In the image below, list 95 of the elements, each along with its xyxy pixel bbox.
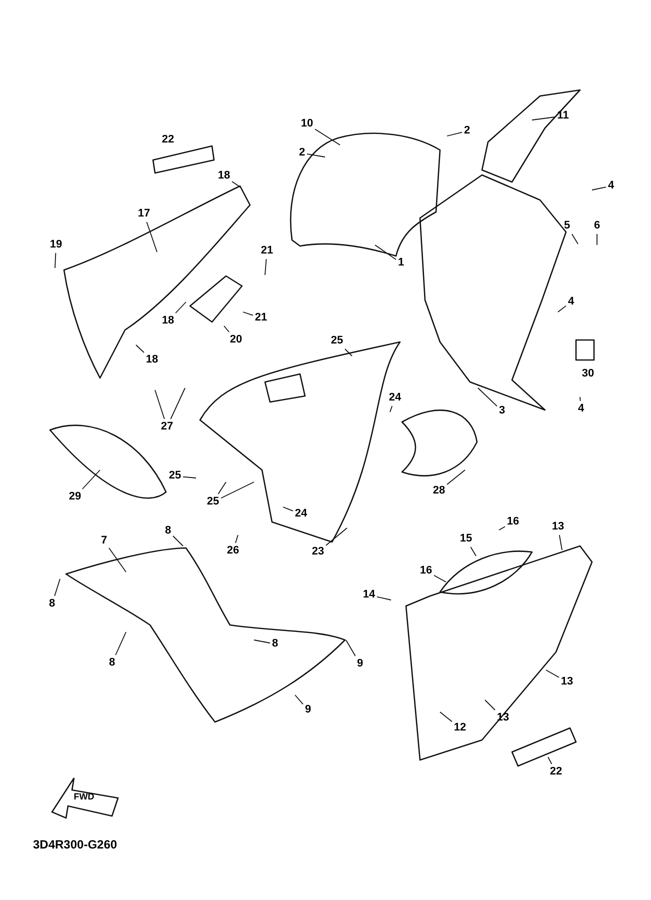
leader-line: [390, 406, 393, 412]
callout-number: 24: [388, 392, 402, 404]
leader-line: [54, 578, 60, 596]
callout-number: 12: [452, 722, 468, 734]
callout-number: 21: [260, 244, 274, 258]
leader-line: [115, 632, 126, 656]
leader-line: [580, 396, 581, 402]
callout-number: 22: [548, 766, 564, 778]
callout-number: 18: [216, 170, 232, 182]
callout-number: 15: [458, 532, 474, 546]
leader-line: [434, 574, 446, 582]
callout-number: 28: [432, 484, 446, 498]
callout-number: 2: [298, 146, 306, 160]
leader-line: [254, 640, 270, 644]
leader-line: [170, 388, 186, 420]
leader-line: [484, 700, 496, 710]
leader-line: [596, 234, 598, 246]
callout-number: 17: [136, 208, 152, 220]
leader-line: [548, 756, 552, 764]
callout-number: 22: [160, 134, 176, 146]
callout-number: 9: [356, 658, 364, 670]
leader-line: [218, 482, 226, 494]
leader-line: [446, 132, 462, 136]
leader-line: [232, 181, 240, 188]
leader-line: [376, 596, 392, 600]
leader-line: [294, 694, 304, 705]
leader-line: [154, 390, 165, 420]
callout-number: 24: [294, 508, 308, 520]
direction-label: FWD: [72, 790, 96, 804]
callout-number: 10: [300, 118, 314, 130]
callout-number: 8: [108, 656, 116, 670]
callout-number: 13: [560, 676, 574, 688]
leader-line: [446, 470, 466, 485]
callout-number: 8: [164, 524, 172, 538]
leader-line: [54, 252, 56, 268]
leader-line: [108, 548, 126, 572]
leader-line: [344, 348, 352, 356]
callout-number: 27: [160, 420, 174, 434]
leader-line: [478, 388, 498, 407]
callout-number: 20: [228, 334, 244, 346]
callout-number: 4: [606, 180, 616, 192]
leader-line: [346, 640, 356, 656]
callout-number: 26: [226, 544, 240, 558]
callout-number: 1: [396, 256, 406, 270]
leader-line: [220, 482, 254, 499]
leader-line: [242, 312, 254, 316]
callout-number: 13: [550, 520, 566, 534]
callout-number: 11: [556, 110, 570, 122]
part-code: 3D4R300-G260: [32, 838, 118, 852]
callout-number: 16: [506, 516, 520, 528]
callout-number: 30: [580, 368, 596, 380]
callout-number: 14: [362, 588, 376, 602]
leader-line: [264, 258, 267, 276]
callout-number: 8: [270, 638, 280, 650]
callout-number: 3: [498, 404, 506, 418]
callout-number: 18: [144, 354, 160, 366]
callout-number: 21: [254, 312, 268, 324]
callout-number: 23: [310, 546, 326, 558]
leader-line: [82, 470, 100, 490]
callout-number: 6: [592, 220, 602, 232]
leader-line: [175, 302, 186, 314]
callout-number: 25: [330, 334, 344, 348]
callout-number: 4: [566, 296, 576, 308]
leader-line: [592, 186, 606, 190]
callout-number: 5: [562, 220, 572, 232]
leader-line: [470, 546, 476, 556]
callout-number: 18: [160, 314, 176, 328]
leader-line: [172, 536, 184, 546]
callout-number: 16: [418, 564, 434, 578]
callout-number: 19: [48, 238, 64, 252]
leader-line: [136, 344, 144, 353]
leader-line: [440, 712, 452, 722]
leader-line: [326, 528, 348, 546]
leader-line: [571, 234, 578, 244]
leader-line: [282, 506, 294, 512]
callout-number: 8: [48, 598, 56, 610]
callout-number: 4: [576, 402, 586, 416]
leader-line: [146, 222, 158, 252]
leader-line: [546, 670, 560, 678]
leader-line: [558, 534, 562, 550]
leader-line: [306, 153, 326, 158]
callout-number: 25: [168, 470, 182, 482]
callout-number: 25: [206, 496, 220, 508]
callout-number: 7: [100, 534, 108, 548]
leader-line: [374, 244, 396, 260]
callout-number: 29: [68, 490, 82, 504]
callout-number: 9: [304, 704, 312, 716]
leader-line: [532, 116, 556, 120]
leader-line: [498, 526, 506, 530]
leader-line: [182, 476, 196, 478]
leader-line: [558, 305, 566, 312]
leader-line: [235, 534, 238, 544]
leader-line: [224, 326, 230, 332]
leader-line: [314, 128, 340, 146]
callout-number: 2: [462, 124, 472, 138]
